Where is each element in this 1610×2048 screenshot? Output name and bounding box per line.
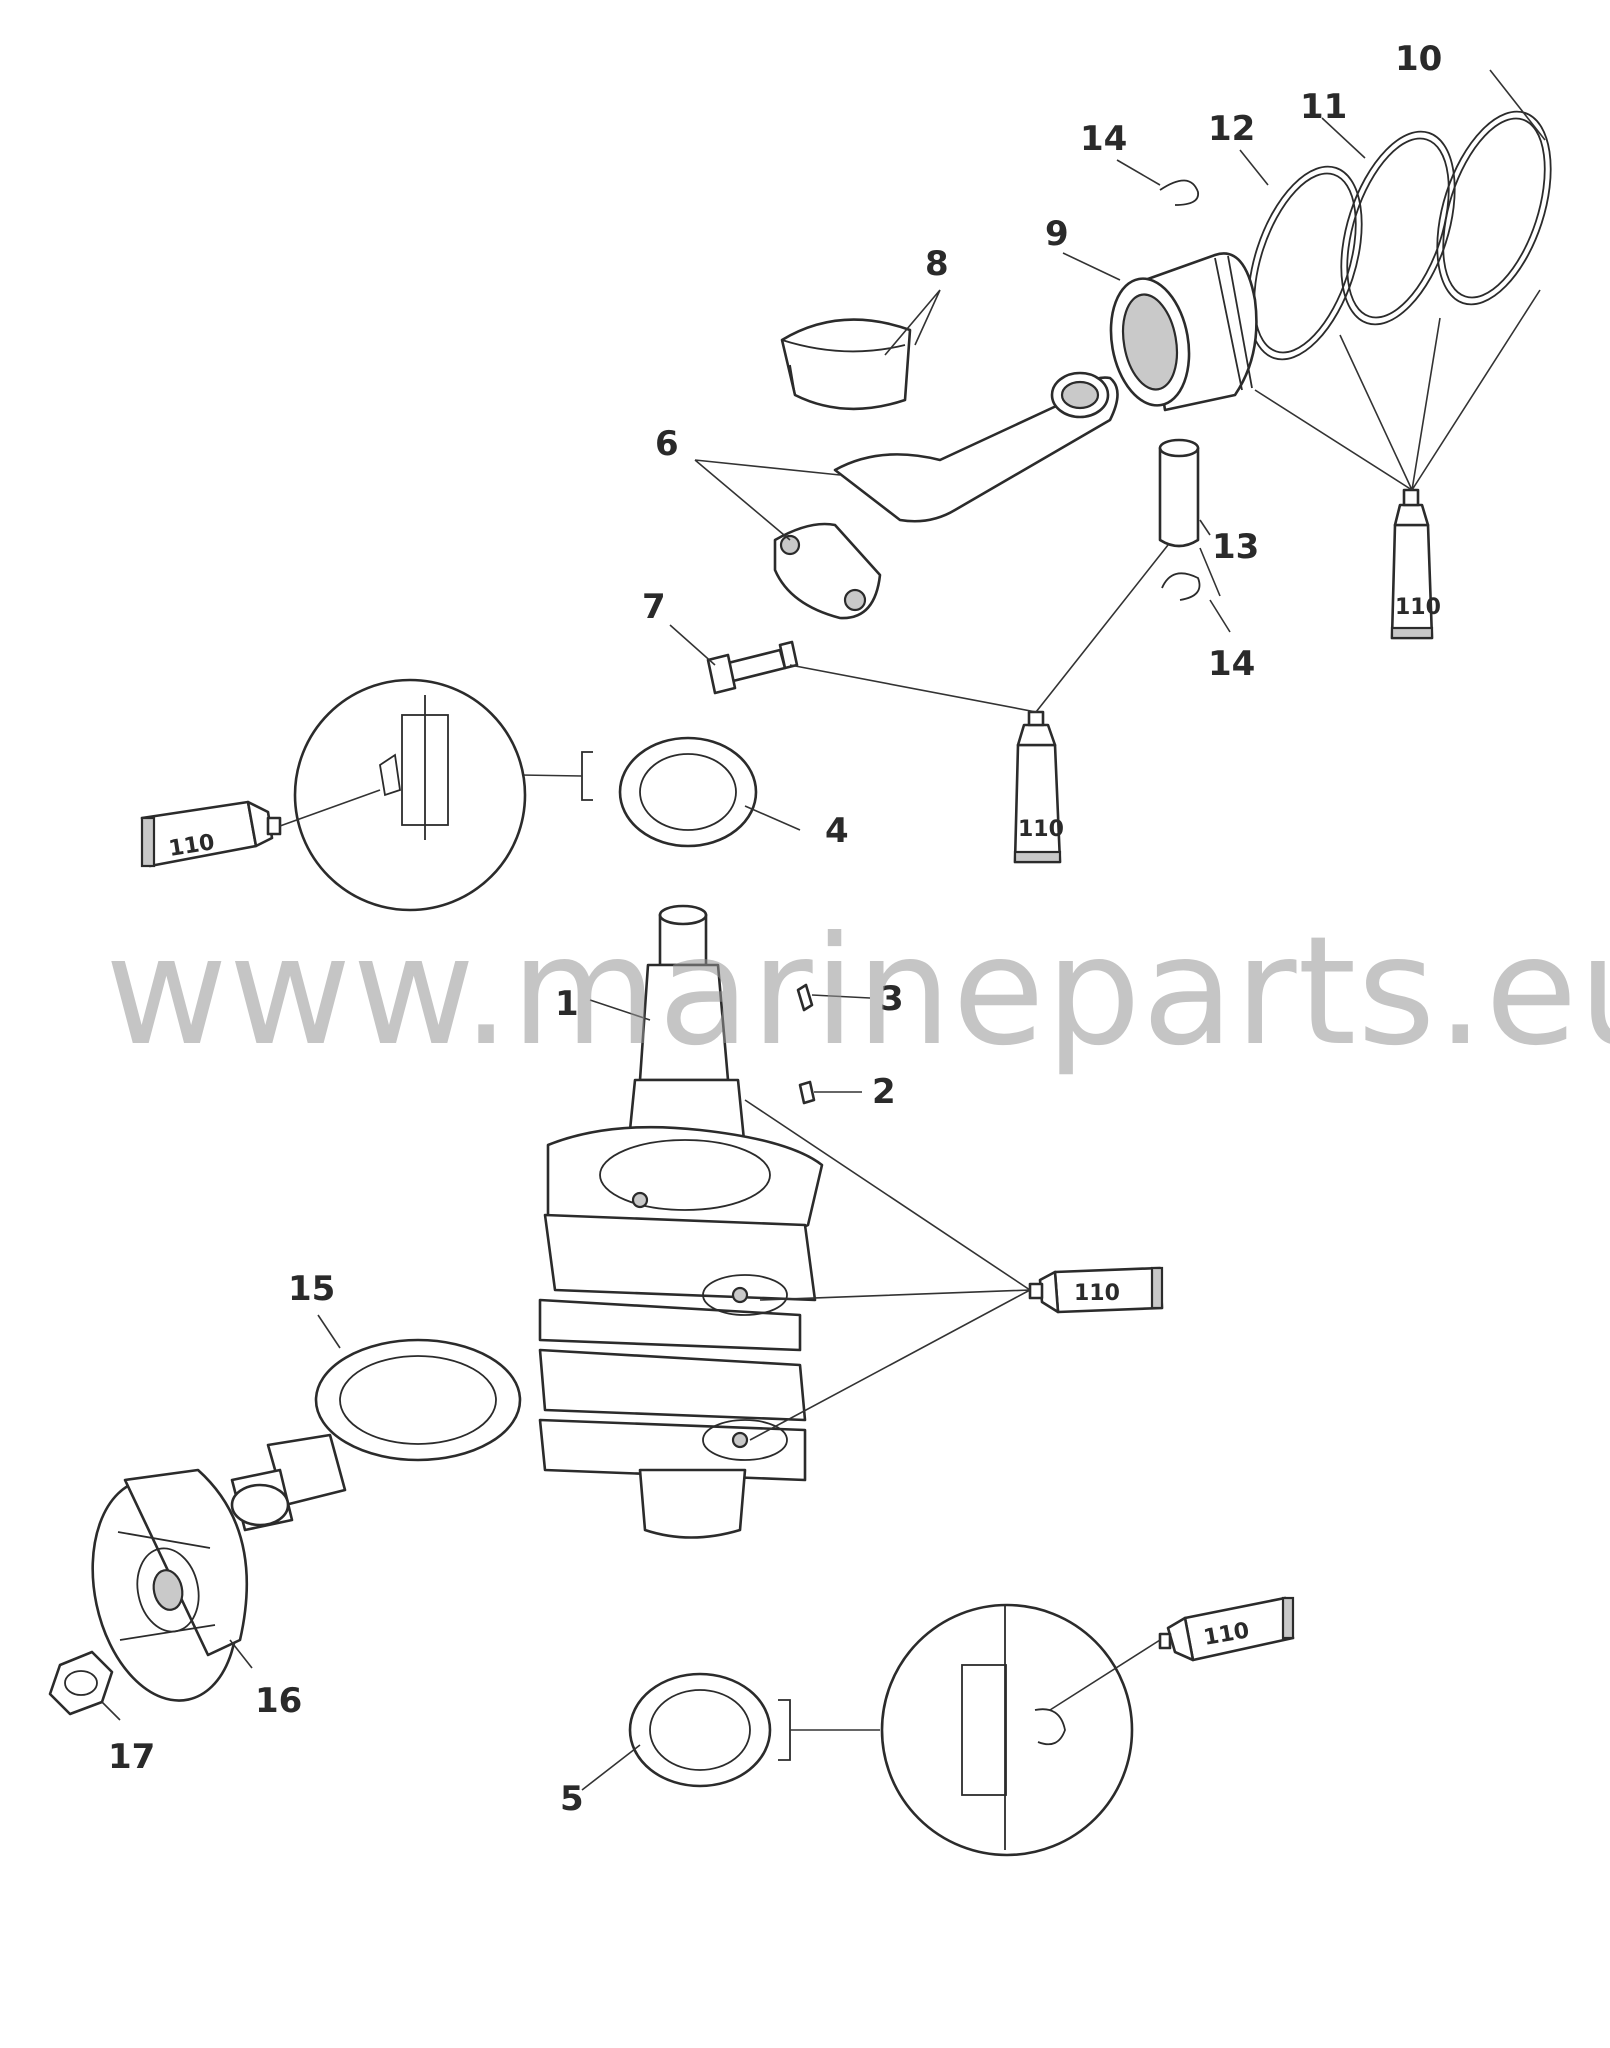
callout-15: 15 [288, 1269, 335, 1309]
callout-14-upper: 14 [1080, 119, 1127, 159]
circlip-14-lower [1161, 572, 1201, 601]
callout-6: 6 [655, 424, 679, 464]
callout-3: 3 [880, 979, 904, 1019]
flywheel-16 [91, 1468, 249, 1702]
leader-lines [101, 69, 1546, 1791]
circlip-14-upper [1159, 179, 1199, 206]
connecting-rod-6 [773, 371, 1119, 620]
callout-11: 11 [1300, 87, 1347, 127]
bearing-8 [780, 318, 912, 411]
pin-2 [798, 1080, 816, 1105]
crankshaft-1 [538, 904, 824, 1539]
sealant-tube-pin: 110 [1013, 710, 1064, 864]
callout-16: 16 [255, 1681, 302, 1721]
seal-4 [519, 736, 758, 848]
callout-7: 7 [642, 587, 666, 627]
pin-3 [796, 983, 814, 1012]
sealant-label: 110 [1074, 1281, 1120, 1306]
piston-ring-10 [1436, 110, 1552, 306]
piston-9 [1109, 252, 1258, 412]
sealant-label: 110 [1395, 595, 1441, 620]
seal-detail-upper [293, 678, 527, 912]
callout-13: 13 [1212, 527, 1259, 567]
bolt-7 [706, 640, 799, 695]
callout-17: 17 [108, 1737, 155, 1777]
nut-17 [48, 1650, 114, 1716]
eccentric-15 [230, 1338, 522, 1532]
callout-8: 8 [925, 244, 949, 284]
callout-14-lower: 14 [1208, 644, 1255, 684]
piston-pin-13 [1158, 438, 1200, 548]
callout-labels: 1 2 3 4 5 6 7 8 9 10 11 12 13 14 14 15 1… [108, 39, 1442, 1819]
callout-4: 4 [825, 811, 849, 851]
sealant-tube-upper-detail: 110 [140, 800, 282, 868]
piston-ring-12 [1247, 165, 1363, 361]
sealant-tube-crank: 110 [1028, 1266, 1164, 1314]
seal-detail-lower [880, 1603, 1134, 1857]
callout-5: 5 [560, 1779, 584, 1819]
callout-10: 10 [1395, 39, 1442, 79]
callout-12: 12 [1208, 109, 1255, 149]
sealant-tube-lower-detail: 110 [1158, 1596, 1295, 1662]
piston-ring-11 [1340, 130, 1456, 326]
sealant-label: 110 [1018, 817, 1064, 842]
sealant-tube-ring: 110 [1390, 488, 1441, 640]
seal-5 [628, 1672, 880, 1788]
callout-9: 9 [1045, 214, 1069, 254]
callout-1: 1 [555, 984, 579, 1024]
callout-2: 2 [872, 1072, 896, 1112]
